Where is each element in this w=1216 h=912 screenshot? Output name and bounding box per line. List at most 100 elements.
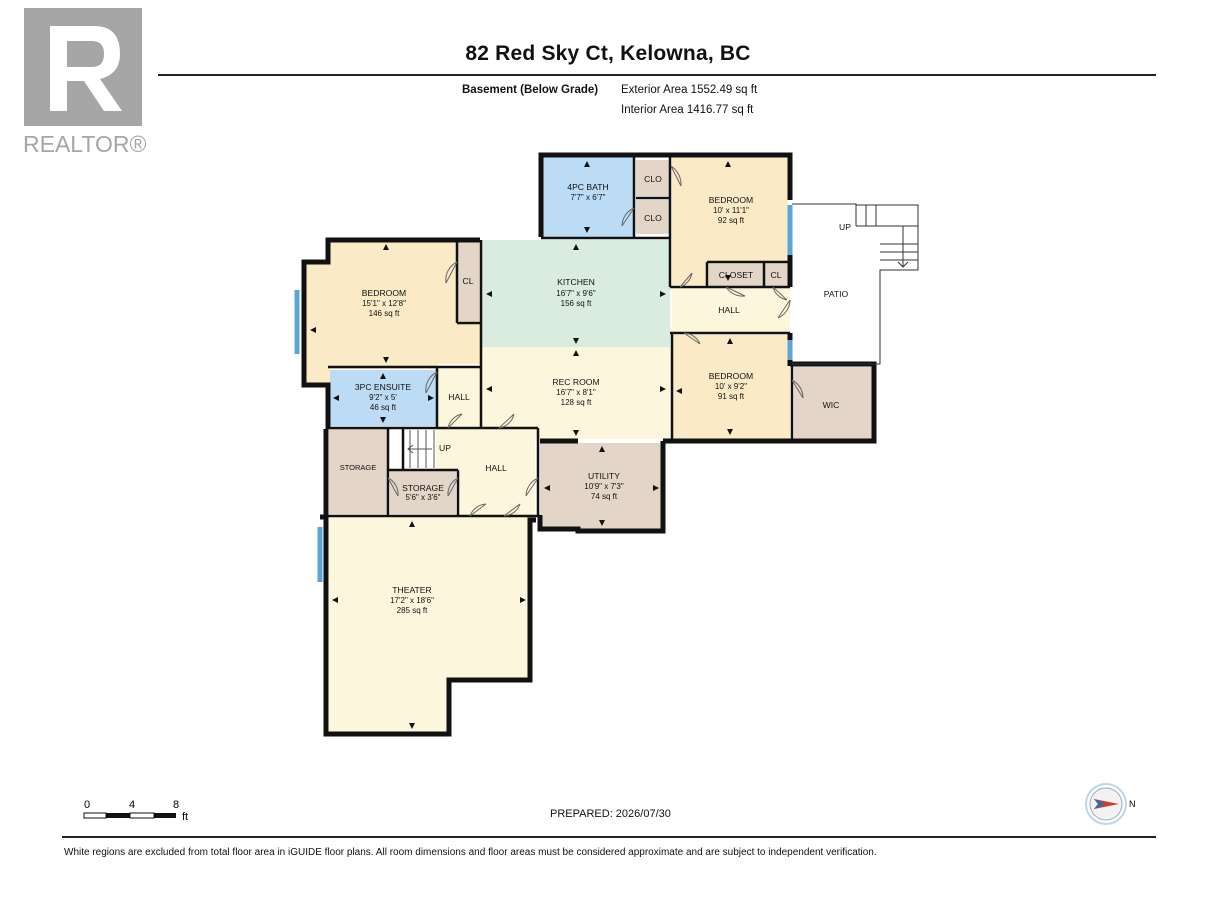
room-fills xyxy=(306,157,872,732)
door-swing xyxy=(503,503,521,517)
door-swing xyxy=(498,413,515,429)
room-label: THEATER xyxy=(392,585,431,595)
scale-tick-8: 8 xyxy=(173,799,179,811)
dimension-markers xyxy=(310,161,733,729)
dim-arrow xyxy=(333,395,339,401)
dim-arrow xyxy=(380,373,386,379)
logo-letter-r-icon xyxy=(50,26,122,111)
dim-arrow xyxy=(584,227,590,233)
stair-up-label: UP xyxy=(439,443,451,453)
room-label: BEDROOM xyxy=(709,195,753,205)
dim-arrow xyxy=(573,350,579,356)
dim-arrow xyxy=(409,723,415,729)
room-label: 4PC BATH xyxy=(567,182,608,192)
compass-needle-icon xyxy=(1094,799,1119,809)
page-title: 82 Red Sky Ct, Kelowna, BC xyxy=(465,42,751,65)
room-kitchen xyxy=(482,240,670,347)
room-label: STORAGE xyxy=(340,463,377,472)
room-clo-1 xyxy=(636,160,670,196)
room-label: HALL xyxy=(718,305,740,315)
door-swing xyxy=(525,477,539,497)
wall-west-lower xyxy=(320,429,329,520)
logo-text: REALTOR® xyxy=(23,131,147,156)
door-swings xyxy=(387,165,804,517)
dim-arrow xyxy=(727,338,733,344)
wall-utility xyxy=(537,441,666,534)
room-dims: 7'7" x 6'7" xyxy=(571,193,606,202)
stair-arrowhead xyxy=(407,444,414,454)
room-area: 146 sq ft xyxy=(369,309,400,318)
dim-arrow xyxy=(520,597,526,603)
dim-arrow xyxy=(660,386,666,392)
dim-arrow xyxy=(409,521,415,527)
room-label: BEDROOM xyxy=(362,288,406,298)
room-label: CLO xyxy=(644,174,662,184)
door-swing xyxy=(670,165,682,187)
room-area: 285 sq ft xyxy=(397,606,428,615)
dim-arrow xyxy=(573,430,579,436)
compass-icon: N xyxy=(1085,783,1136,825)
room-label: PATIO xyxy=(824,289,849,299)
room-label: CL xyxy=(771,270,782,280)
door-swing xyxy=(791,379,804,399)
room-storage-west xyxy=(329,429,387,514)
prepared-date: PREPARED: 2026/07/30 xyxy=(550,808,671,820)
door-swing xyxy=(772,286,788,301)
door-swing xyxy=(725,286,746,297)
patio-stair-arrowhead xyxy=(897,261,909,268)
dim-arrow xyxy=(599,446,605,452)
room-theater xyxy=(329,517,528,732)
door-swing xyxy=(683,332,701,345)
scale-segment xyxy=(154,813,176,818)
scale-tick-4: 4 xyxy=(129,799,135,811)
interior-stairs xyxy=(407,430,435,468)
scale-segment xyxy=(129,812,155,819)
dim-arrow xyxy=(486,386,492,392)
door-swing xyxy=(621,207,635,227)
room-labels: 4PC BATH 7'7" x 6'7" CLO CLO BEDROOM 10'… xyxy=(340,174,852,615)
room-closet xyxy=(709,264,763,286)
dim-arrow xyxy=(428,395,434,401)
dim-arrow xyxy=(573,338,579,344)
wall-northwest xyxy=(301,237,480,429)
room-dims: 9'2" x 5' xyxy=(369,393,397,402)
room-cl-w xyxy=(457,241,479,321)
footer-divider xyxy=(62,836,1156,838)
room-dims: 17'2" x 18'6" xyxy=(390,596,434,605)
room-area: 91 sq ft xyxy=(718,392,745,401)
room-clo-2 xyxy=(636,200,670,234)
door-swing xyxy=(425,371,438,394)
room-cl-e xyxy=(765,264,788,286)
room-hall-central xyxy=(436,429,535,515)
floor-level: Basement (Below Grade) xyxy=(462,84,599,96)
door-swing xyxy=(679,272,693,288)
room-hall-east xyxy=(672,287,790,333)
room-label: WIC xyxy=(823,400,840,410)
room-label: HALL xyxy=(485,463,507,473)
door-swing xyxy=(469,503,487,517)
room-4pc-bath xyxy=(541,157,634,237)
exterior-area: Exterior Area 1552.49 sq ft xyxy=(621,84,758,96)
room-dims: 16'7" x 9'6" xyxy=(556,289,596,298)
room-label: CLO xyxy=(644,213,662,223)
room-label: KITCHEN xyxy=(557,277,595,287)
room-bedroom-w xyxy=(306,240,480,385)
scale-segment xyxy=(106,813,130,818)
patio-area xyxy=(792,203,919,365)
room-label: CL xyxy=(463,276,474,286)
door-swing xyxy=(777,299,791,319)
room-dims: 10' x 9'2" xyxy=(715,382,747,391)
room-label: HALL xyxy=(448,392,470,402)
dim-arrow xyxy=(660,291,666,297)
dim-arrow xyxy=(676,388,682,394)
room-utility xyxy=(540,443,663,529)
room-area: 156 sq ft xyxy=(561,299,592,308)
scale-segment xyxy=(83,812,107,819)
room-label: BEDROOM xyxy=(709,371,753,381)
door-swing xyxy=(447,477,459,497)
patio-outline xyxy=(792,203,919,365)
dim-arrow xyxy=(383,244,389,250)
compass-north-label: N xyxy=(1129,799,1136,809)
room-storage-central xyxy=(390,470,456,514)
